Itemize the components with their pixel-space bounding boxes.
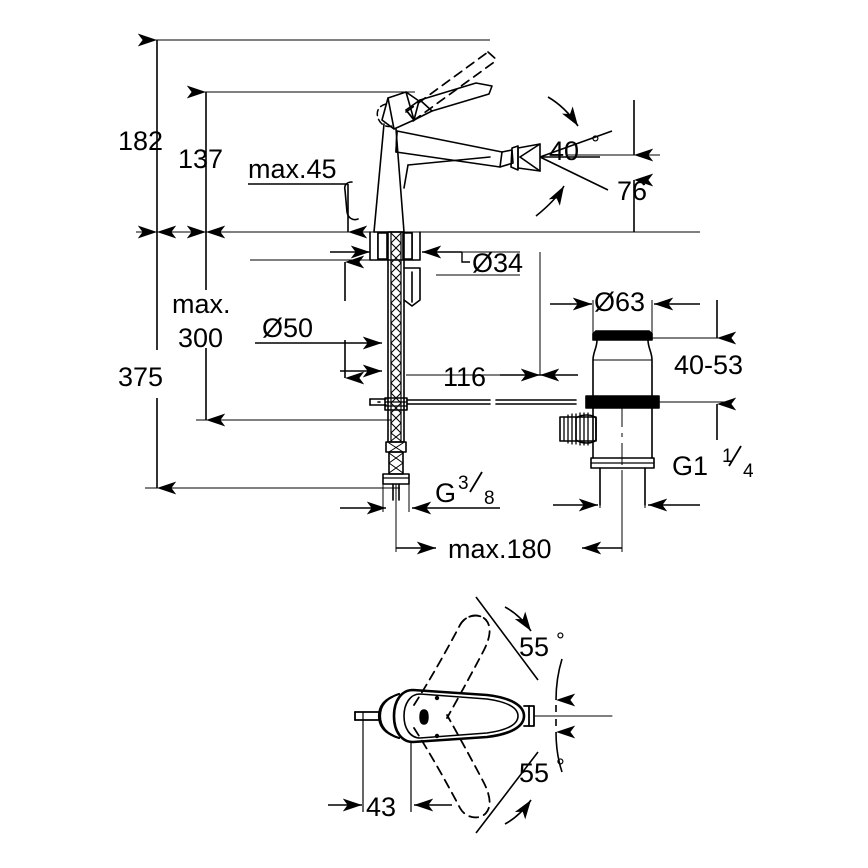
lever-yoke (381, 91, 420, 130)
lever-plan-dot-lower (434, 733, 440, 739)
dimension-76-label: 76 (617, 176, 647, 206)
spout-aerator (510, 143, 541, 172)
dimension-40-53-label: 40-53 (674, 350, 743, 380)
lever-plan-rotated-up (413, 614, 491, 719)
dimension-40-label: 40 (549, 136, 579, 166)
dimension-375: 375 (118, 225, 177, 495)
dimension-g1-label: G1 (672, 451, 708, 481)
dimension-55-upper-label: 55 (519, 632, 549, 662)
dimension-375-label: 375 (118, 362, 163, 392)
dimension-d63: Ø63 (550, 287, 700, 317)
dimension-55-lower (475, 719, 576, 834)
lever-plan-body (392, 688, 526, 744)
dimension-55-lower-label: 55 (519, 758, 549, 788)
degree-symbol-55-upper: ° (556, 628, 565, 653)
dimension-max180: max.180 (396, 534, 622, 564)
dimension-182-label: 182 (118, 126, 163, 156)
dimension-max45-label: max.45 (248, 154, 337, 184)
deck-mounting-flange (369, 231, 421, 261)
pull-rod-detail (403, 267, 421, 307)
lever-plan-view-drawing (354, 614, 613, 819)
lift-rod-bar (369, 398, 577, 406)
dimension-43-label: 43 (366, 792, 396, 822)
lever-plan-rotated-down (413, 714, 491, 819)
dimension-max300-label-line2: 300 (178, 323, 223, 353)
dimension-d34: Ø34 (330, 245, 523, 278)
dimension-d50-label: Ø50 (262, 313, 313, 343)
lever-handle (405, 82, 493, 121)
dimension-116-label: 116 (443, 362, 486, 392)
dimension-g38-numerator: 3 (458, 473, 469, 494)
pop-up-waste-drawing (559, 299, 660, 506)
faucet-elevation-drawing (343, 51, 577, 501)
lever-plan-stem (354, 711, 381, 721)
shank-bottom-hatch (388, 442, 404, 474)
lever-plan-inner (403, 693, 519, 739)
dimension-40-53: 40-53 (674, 300, 743, 440)
dimension-40-degrees (535, 96, 613, 217)
dimension-137: 137 (178, 85, 226, 239)
faucet-spout-arm (395, 130, 514, 189)
dimension-43 (328, 712, 452, 812)
dimension-g1-1-4: G1 1 4 (553, 445, 754, 512)
dimension-116: 116 (344, 252, 578, 392)
dimension-g38-label: G (435, 478, 456, 508)
dimension-55-upper (475, 596, 576, 712)
dimension-g1-numerator: 1 (722, 446, 733, 467)
lever-pivot-dashed (376, 103, 393, 128)
dimension-137-label: 137 (178, 144, 223, 174)
dimension-g1-denominator: 4 (743, 461, 754, 482)
lever-stop-hook (343, 181, 359, 221)
dimension-76: 76 (617, 100, 654, 232)
dimension-max300-label-line1: max. (172, 289, 231, 319)
dimension-max180-label: max.180 (448, 534, 552, 564)
lever-raised-dashed (405, 51, 498, 122)
lever-plan-dot-upper (434, 695, 440, 701)
degree-symbol-55-lower: ° (556, 754, 565, 779)
degree-symbol-40: ° (591, 131, 600, 156)
dimension-d63-label: Ø63 (594, 287, 645, 317)
dimension-max45: max.45 (248, 154, 368, 239)
dimension-g38: G 3 8 (340, 471, 500, 515)
lever-plan-indicator-slot (419, 709, 429, 725)
dimension-d50: Ø50 (255, 313, 382, 378)
dimension-max300: max. 300 (172, 225, 231, 427)
faucet-body (373, 123, 405, 233)
dimension-d34-label: Ø34 (472, 248, 523, 278)
lever-plan-back-cap (377, 692, 401, 740)
dimension-g38-denominator: 8 (484, 488, 495, 509)
lever-plan-nose (523, 705, 535, 727)
dimension-182: 182 (118, 33, 177, 239)
